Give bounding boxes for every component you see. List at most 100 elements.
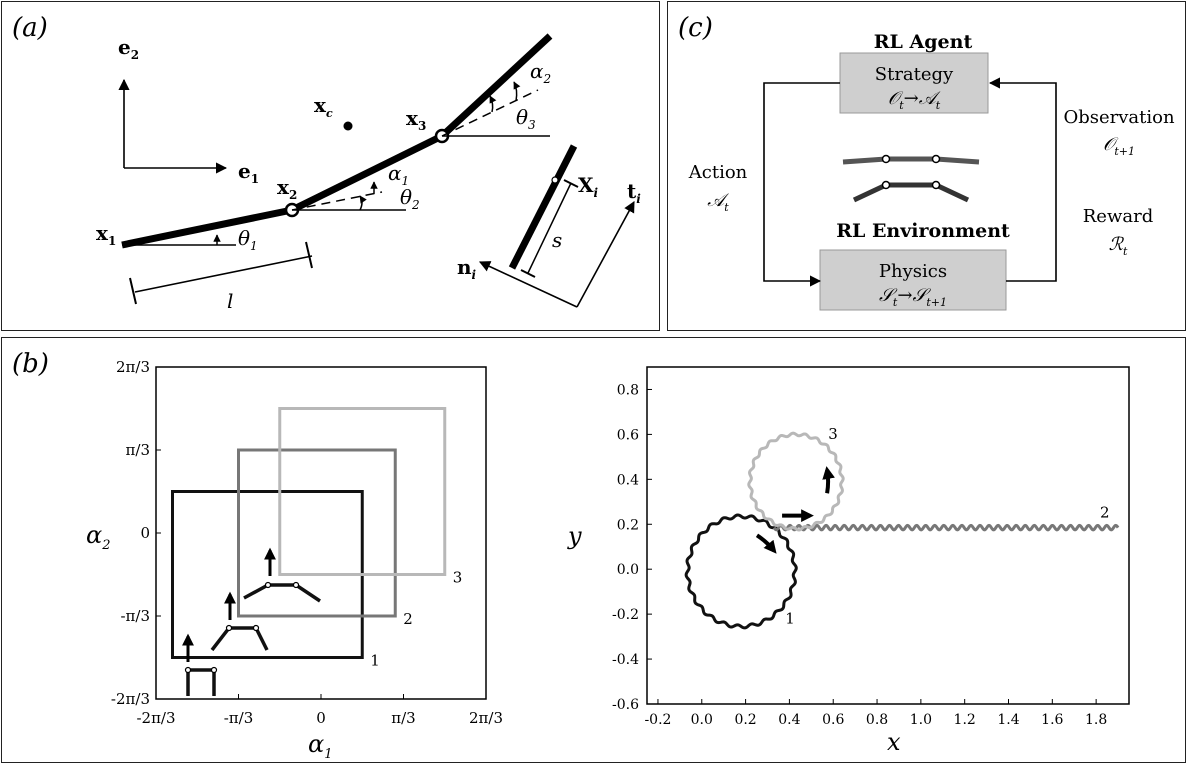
trajectory-label-3: 3 (828, 425, 838, 443)
agent-title: RL Agent (874, 31, 973, 53)
swimmer-links (121, 33, 553, 249)
trajectory-ylabel: y (567, 522, 582, 550)
action-symbol: 𝒜t (707, 190, 729, 214)
basis-vectors: e2 e1 (118, 35, 259, 186)
config-square-label-2: 2 (403, 610, 413, 628)
config-xtick-label: π/3 (391, 709, 415, 727)
ni-axis (478, 261, 578, 308)
config-space-xlabel: α1 (308, 730, 333, 762)
traj-ytick-label: 0.4 (617, 472, 639, 488)
traj-ytick-label: -0.4 (612, 652, 639, 668)
traj-xtick-label: 1.0 (910, 712, 932, 728)
center-of-mass (343, 121, 353, 131)
Xi-label: Xi (578, 173, 599, 200)
config-xtick-label: 0 (316, 709, 326, 727)
trajectory-1 (684, 513, 798, 630)
trajectory-label-1: 1 (785, 610, 795, 628)
trajectory-paths: 1 2 3 (684, 425, 1120, 630)
link-i (508, 144, 578, 270)
link-1 (121, 206, 293, 249)
env-title: RL Environment (836, 220, 1010, 242)
alpha2-label: α2 (530, 59, 551, 86)
config-xtick-label: 2π/3 (469, 709, 503, 727)
config-space-yticks: 2π/3π/30-π/3-2π/3 (111, 358, 161, 708)
traj-ytick-label: 0.2 (617, 517, 639, 533)
swimmer-icon (842, 154, 980, 203)
reward-symbol: ℛt (1109, 234, 1128, 258)
alpha1-ref (291, 191, 383, 211)
traj-ytick-label: -0.2 (612, 607, 639, 623)
swimmer-icon-joint (931, 180, 941, 190)
panel-c-label: (c) (678, 13, 713, 43)
panel-b-label: (b) (12, 349, 49, 379)
traj-xtick-label: 0.0 (691, 712, 713, 728)
panel-a: (a) e2 e1 x1 x2 x3 xc θ1 θ2 (1, 1, 660, 331)
config-space-xticks: -2π/3 -π/3 0 π/3 2π/3 (136, 694, 503, 727)
config-space-squares: 123 (171, 407, 462, 670)
xc-label: xc (314, 93, 333, 120)
traj-xtick-label: 0.2 (734, 712, 756, 728)
config-space-ylabel: α2 (86, 521, 111, 553)
panel-a-diagram: (a) e2 e1 x1 x2 x3 xc θ1 θ2 (12, 13, 641, 313)
observation-arrow (988, 77, 1057, 282)
ni-label: ni (457, 255, 477, 282)
length-l-label: l (227, 289, 233, 313)
link-2 (290, 132, 444, 214)
alpha2-arc (513, 81, 521, 102)
theta3-label: θ3 (516, 105, 536, 132)
config-xtick-label: -2π/3 (136, 709, 175, 727)
swimmer-icon-bottom (852, 182, 970, 203)
trajectory-label-2: 2 (1100, 504, 1110, 522)
panel-c: (c) RL Agent Strategy 𝒪t→𝒜t RL Environme… (667, 1, 1186, 331)
config-square-3 (278, 407, 447, 576)
theta3-arc (489, 95, 497, 113)
length-l-tick-left (129, 277, 137, 305)
config-ytick-label: 2π/3 (116, 358, 150, 376)
link-i-point (551, 176, 559, 184)
angle-labels: θ1 θ2 α1 θ3 α2 (238, 59, 551, 253)
theta2-arc (359, 195, 367, 211)
config-ytick-label: π/3 (126, 441, 150, 459)
panel-c-diagram: (c) RL Agent Strategy 𝒪t→𝒜t RL Environme… (678, 13, 1175, 311)
length-l-tick-right (305, 241, 313, 269)
swimmer-icon-joint (931, 154, 941, 164)
agent-box-title: Strategy (875, 64, 954, 85)
e1-label: e1 (238, 159, 259, 186)
rotation-arrow (822, 466, 835, 494)
config-space-frame (155, 366, 487, 700)
config-ytick-label: -2π/3 (111, 690, 150, 708)
s-line (527, 182, 572, 274)
alpha1-label: α1 (388, 161, 409, 188)
panel-a-label: (a) (12, 13, 48, 43)
action-arrow (763, 82, 840, 287)
x2-label: x2 (277, 175, 297, 202)
config-square-label-1: 1 (370, 652, 380, 670)
link-3 (439, 33, 553, 139)
alpha2-ref (441, 89, 539, 137)
s-label: s (552, 228, 562, 252)
traj-xtick-label: -0.2 (644, 712, 671, 728)
traj-ytick-label: 0.6 (617, 427, 639, 443)
observation-symbol: 𝒪t+1 (1103, 134, 1135, 158)
local-frame: s Xi ti ni (457, 144, 641, 308)
traj-xtick-label: 1.6 (1041, 712, 1063, 728)
shape-icon-1 (182, 633, 218, 696)
s-tick-top (563, 179, 579, 188)
trajectory-2 (772, 523, 1120, 532)
ti-axis (576, 201, 635, 308)
e2-label: e2 (118, 35, 139, 62)
config-xtick-label: -π/3 (224, 709, 254, 727)
ti-label: ti (627, 179, 641, 206)
traj-xtick-label: 0.8 (866, 712, 888, 728)
action-label: Action (688, 162, 748, 183)
x1-label: x1 (96, 221, 116, 248)
traj-ytick-label: 0.8 (617, 382, 639, 398)
traj-xtick-label: 1.4 (997, 712, 1019, 728)
shape-icon-2 (210, 591, 269, 652)
traj-xtick-label: 0.6 (822, 712, 844, 728)
observation-label: Observation (1063, 107, 1175, 128)
point-labels: x1 x2 x3 xc (96, 93, 426, 248)
